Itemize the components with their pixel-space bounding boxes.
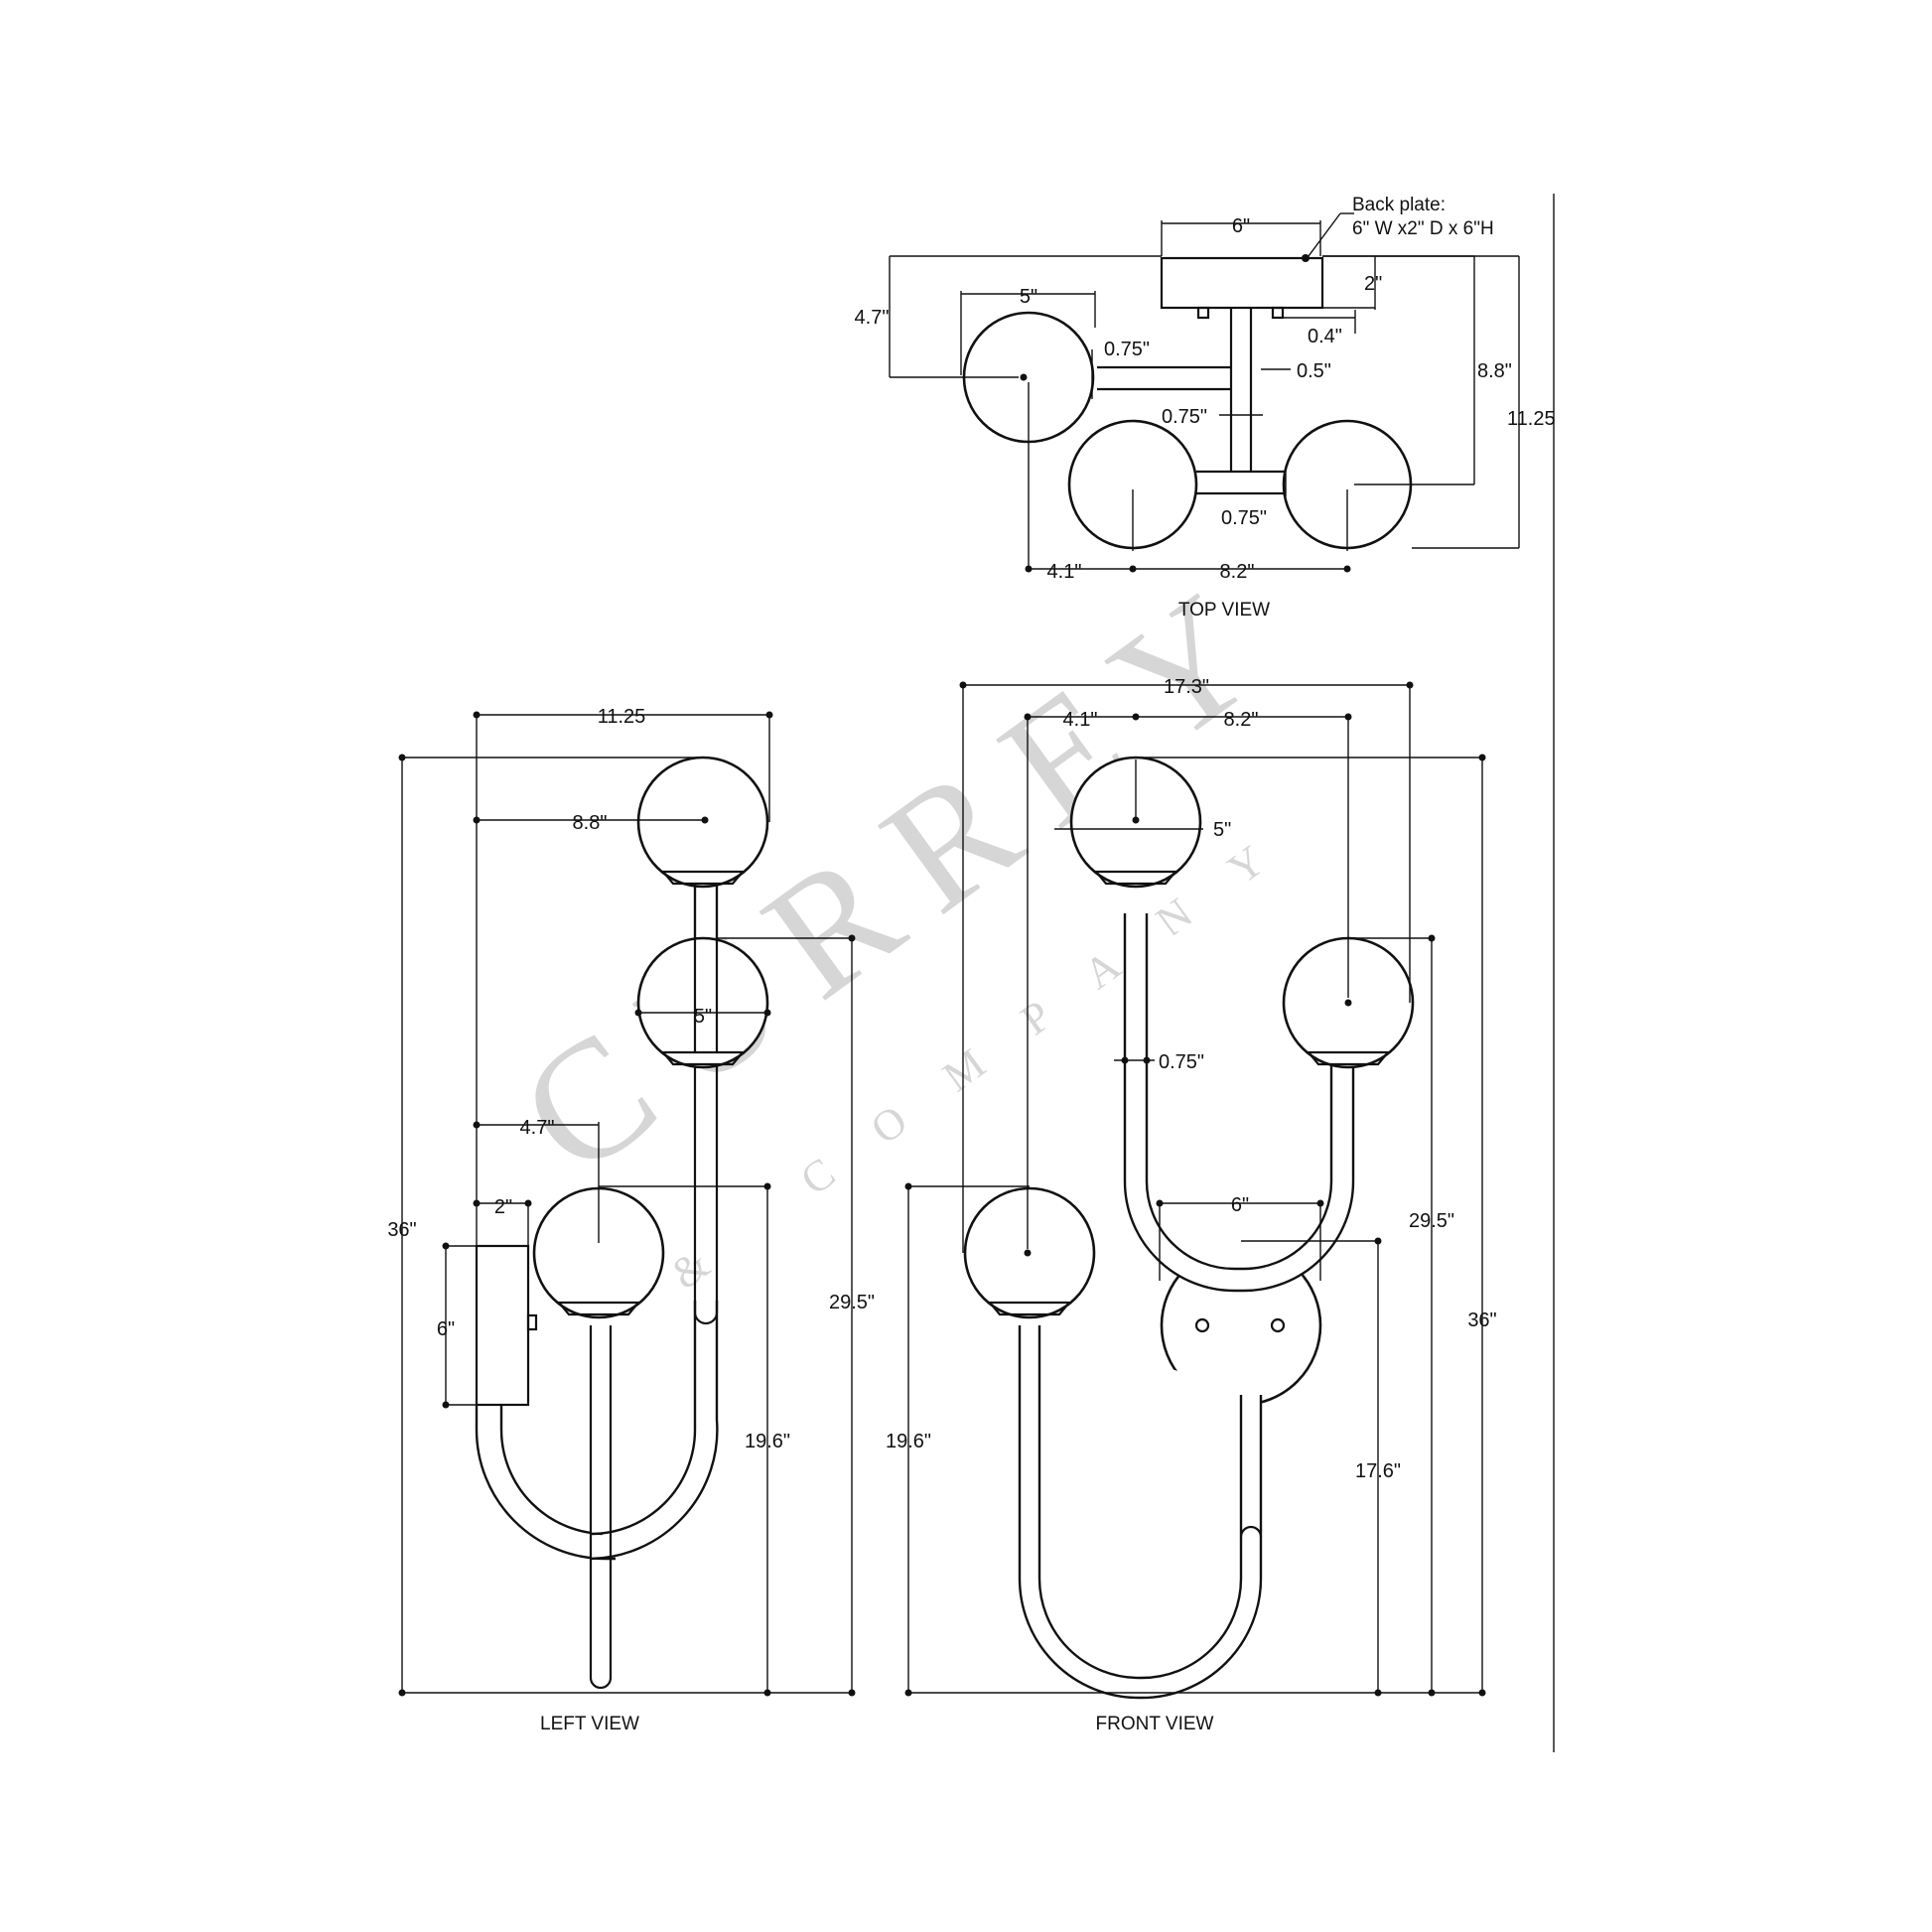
dim-front-span: 8.2" bbox=[1224, 709, 1259, 731]
dim-top-stem: 0.5" bbox=[1297, 360, 1331, 382]
dim-top-plate-depth: 2" bbox=[1364, 273, 1382, 295]
back-plate-side bbox=[475, 1244, 530, 1407]
dim-front-h-196: 19.6" bbox=[886, 1431, 931, 1452]
top-view-caption: TOP VIEW bbox=[1178, 600, 1270, 621]
left-view: 11.25 8.8" 5" 4.7" 2" 6" 36" 29.5" 19.6" bbox=[387, 706, 875, 1734]
dim-left-h-196: 19.6" bbox=[745, 1431, 790, 1452]
dim-top-globe-width: 5" bbox=[1020, 286, 1037, 308]
dim-front-globe: 5" bbox=[1213, 819, 1231, 841]
top-view: 6" 5" 4.7" 0.75" 2" 0.4" 0.5" 0.75" 0.75… bbox=[855, 195, 1556, 621]
dim-front-height-36: 36" bbox=[1467, 1310, 1496, 1331]
dim-left-plate-height: 6" bbox=[437, 1318, 455, 1340]
back-plate-top bbox=[1160, 256, 1324, 310]
stud-right bbox=[1271, 306, 1285, 320]
dim-front-width: 17.3" bbox=[1164, 676, 1209, 698]
dim-top-depth-1125: 11.25 bbox=[1507, 408, 1556, 430]
dim-left-globe: 5" bbox=[694, 1006, 712, 1028]
back-plate-note-title: Back plate: bbox=[1352, 195, 1446, 215]
left-view-caption: LEFT VIEW bbox=[540, 1714, 639, 1734]
dim-left-height-36: 36" bbox=[387, 1219, 416, 1241]
dim-left-projection: 4.7" bbox=[520, 1117, 555, 1139]
dim-top-depth-88: 8.8" bbox=[1477, 360, 1512, 382]
front-view-caption: FRONT VIEW bbox=[1096, 1714, 1214, 1734]
dim-front-offset: 4.1" bbox=[1063, 709, 1098, 731]
dim-left-depth-1125: 11.25 bbox=[598, 706, 646, 728]
dim-top-span: 8.2" bbox=[1220, 561, 1255, 583]
dim-top-plate-width: 6" bbox=[1232, 215, 1250, 237]
dim-top-projection: 4.7" bbox=[855, 307, 890, 329]
front-view: 17.3" 4.1" 8.2" 5" 0.75" 6" 19.6" 17.6" … bbox=[886, 676, 1497, 1734]
dim-front-arm: 0.75" bbox=[1159, 1051, 1204, 1073]
back-plate-note-size: 6" W x2" D x 6"H bbox=[1352, 218, 1494, 239]
dim-front-h-295: 29.5" bbox=[1409, 1210, 1454, 1232]
dim-top-arm-c: 0.75" bbox=[1221, 507, 1267, 529]
dim-top-stud: 0.4" bbox=[1308, 326, 1342, 347]
stud-left bbox=[1196, 306, 1210, 320]
dim-left-plate-depth: 2" bbox=[494, 1196, 512, 1218]
dim-front-plate-width: 6" bbox=[1231, 1194, 1249, 1216]
dim-top-arm-a: 0.75" bbox=[1104, 339, 1150, 360]
dim-top-offset: 4.1" bbox=[1047, 561, 1082, 583]
dim-left-depth-88: 8.8" bbox=[573, 812, 608, 834]
dim-top-arm-b: 0.75" bbox=[1162, 406, 1207, 428]
dim-front-h-176: 17.6" bbox=[1355, 1460, 1401, 1482]
globe-left-middle bbox=[636, 936, 769, 1069]
stud-side bbox=[526, 1313, 538, 1331]
dim-left-h-295: 29.5" bbox=[829, 1292, 875, 1313]
